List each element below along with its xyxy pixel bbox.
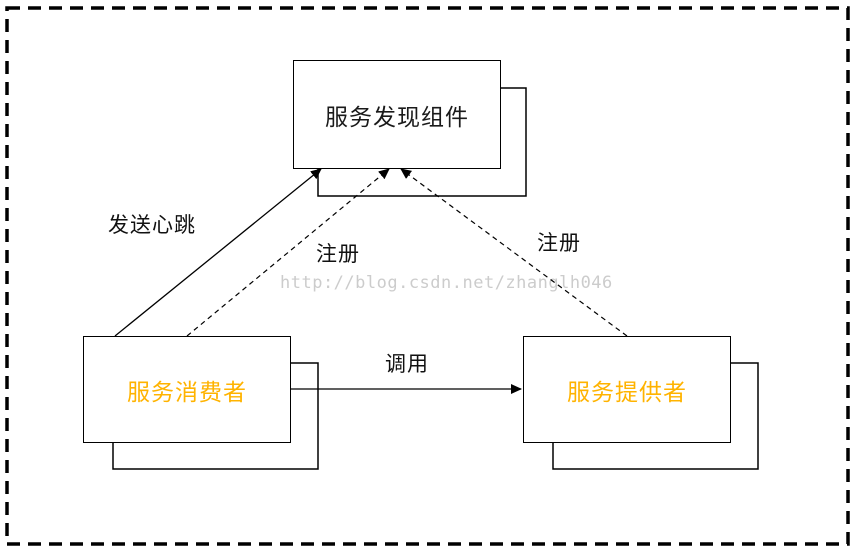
node-consumer: 服务消费者: [83, 336, 291, 443]
edge-register-consumer-line: [186, 168, 390, 337]
node-provider: 服务提供者: [523, 336, 731, 443]
node-discovery-label: 服务发现组件: [325, 103, 469, 130]
watermark-text: http://blog.csdn.net/zhanglh046: [280, 273, 613, 293]
edge-register-provider-line: [400, 168, 628, 337]
node-discovery: 服务发现组件: [293, 60, 501, 169]
node-consumer-label: 服务消费者: [127, 378, 247, 405]
edge-invoke-label: 调用: [385, 353, 429, 376]
edge-register-consumer-label: 注册: [316, 243, 360, 266]
edge-heartbeat-line: [114, 168, 322, 337]
edge-register-provider-label: 注册: [537, 232, 581, 255]
edge-heartbeat-label: 发送心跳: [108, 214, 196, 237]
outer-dashed-border: [5, 6, 850, 546]
node-provider-label: 服务提供者: [567, 378, 687, 405]
